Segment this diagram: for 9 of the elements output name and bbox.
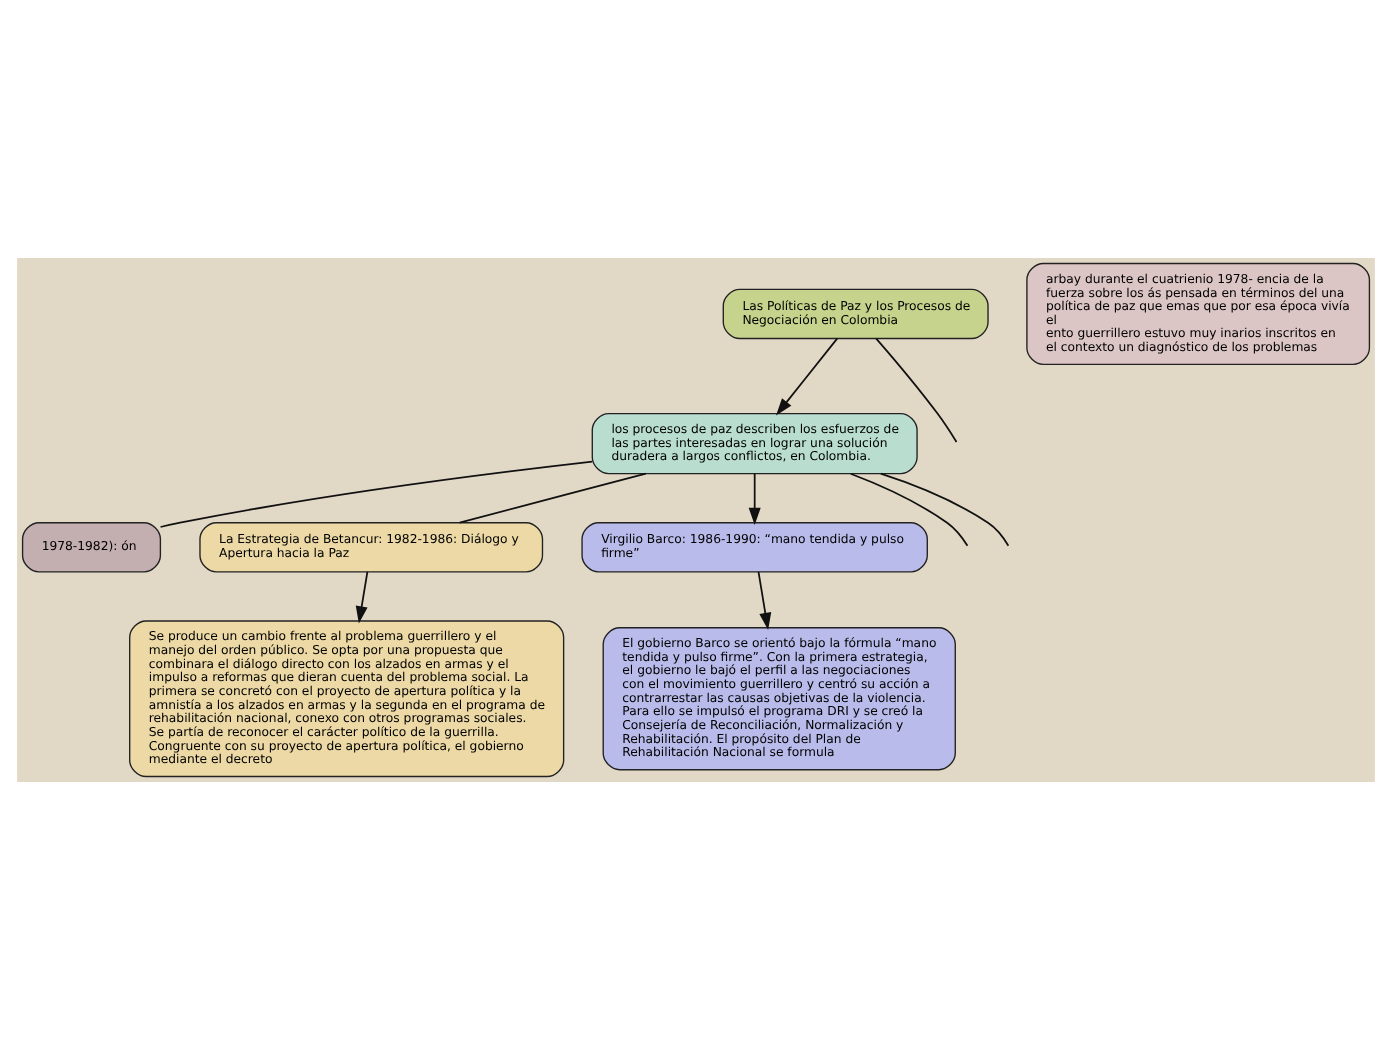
connector (879, 472, 1010, 547)
arrow (748, 472, 761, 525)
connector (159, 460, 594, 528)
connector (875, 337, 958, 443)
arrow (776, 337, 839, 416)
connector (458, 472, 647, 524)
arrow (355, 571, 369, 624)
connector (849, 472, 969, 547)
arrow (757, 571, 772, 631)
